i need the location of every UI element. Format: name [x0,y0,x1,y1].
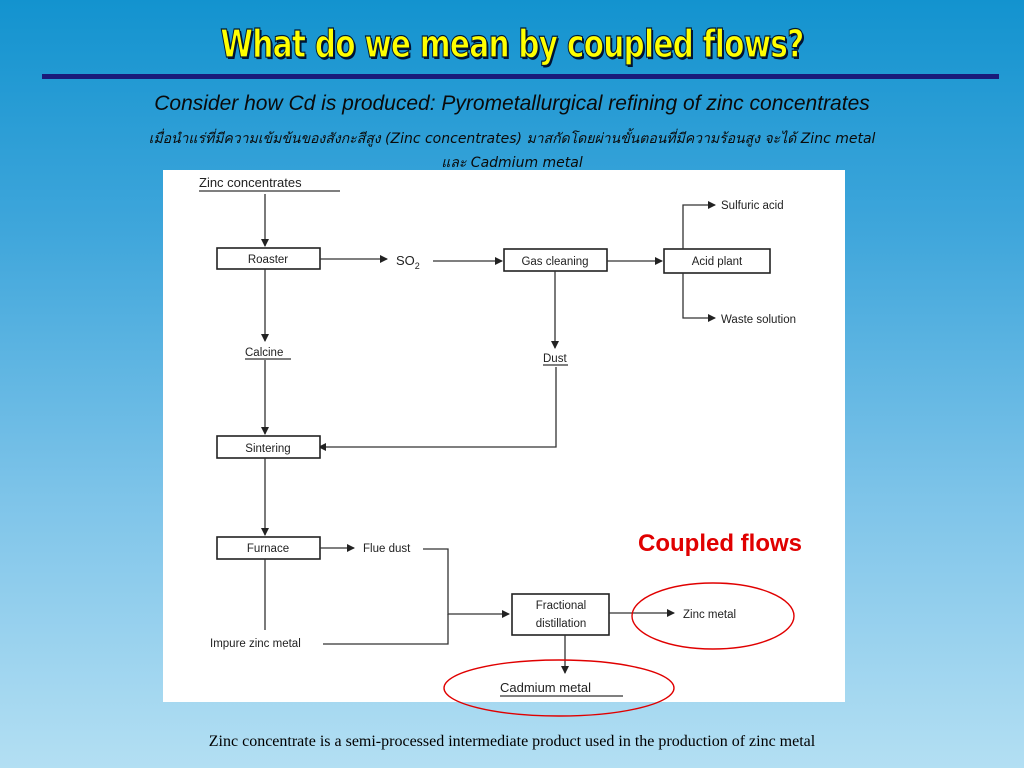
box-sintering: Sintering [216,435,321,459]
coupled-flows-label: Coupled flows [638,530,802,557]
label-dust: Dust [543,353,567,365]
line-impure-to-distillation [323,614,449,645]
footer-caption: Zinc concentrate is a semi-processed int… [208,733,816,750]
flow-diagram-svg: Zinc concentrates Roaster SO2 Gas cleani… [199,175,796,697]
arrow-flue-dust-to-distillation [423,548,510,618]
label-sintering: Sintering [245,443,290,455]
arrow-dust-to-sintering [318,367,557,451]
box-acid-plant: Acid plant [663,248,771,274]
label-zinc-metal: Zinc metal [683,609,736,621]
box-roaster: Roaster [216,247,321,270]
label-cadmium-metal: Cadmium metal [500,680,591,695]
label-impure-zinc-metal: Impure zinc metal [210,638,301,650]
label-gas-cleaning: Gas cleaning [521,256,588,268]
thai-description-line-2: และ Cadmium metal [441,155,583,171]
box-gas-cleaning: Gas cleaning [503,248,608,272]
title-underline [42,74,999,79]
label-fractional: Fractional [536,600,587,612]
label-calcine: Calcine [245,347,283,359]
label-distillation: distillation [536,618,587,630]
arrow-acid-to-waste [682,273,716,322]
thai-description-line-1: เมื่อนำแร่ที่มีความเข้มข้นของสังกะสีสูง … [148,131,876,147]
label-sulfuric-acid: Sulfuric acid [721,200,784,212]
slide-title: What do we mean by coupled flows? [220,21,805,66]
label-zinc-concentrates: Zinc concentrates [199,175,302,190]
label-roaster: Roaster [248,254,288,266]
slide-subtitle: Consider how Cd is produced: Pyrometallu… [154,92,870,115]
label-furnace: Furnace [247,543,289,555]
arrow-acid-to-sulfuric [682,201,716,249]
box-fractional-distillation: Fractional distillation [511,593,610,636]
box-furnace: Furnace [216,536,321,560]
label-acid-plant: Acid plant [692,256,743,268]
label-waste-solution: Waste solution [721,314,796,326]
label-so2: SO2 [396,253,420,271]
label-flue-dust: Flue dust [363,543,411,555]
process-flow-diagram: Zinc concentrates Roaster SO2 Gas cleani… [163,170,845,702]
